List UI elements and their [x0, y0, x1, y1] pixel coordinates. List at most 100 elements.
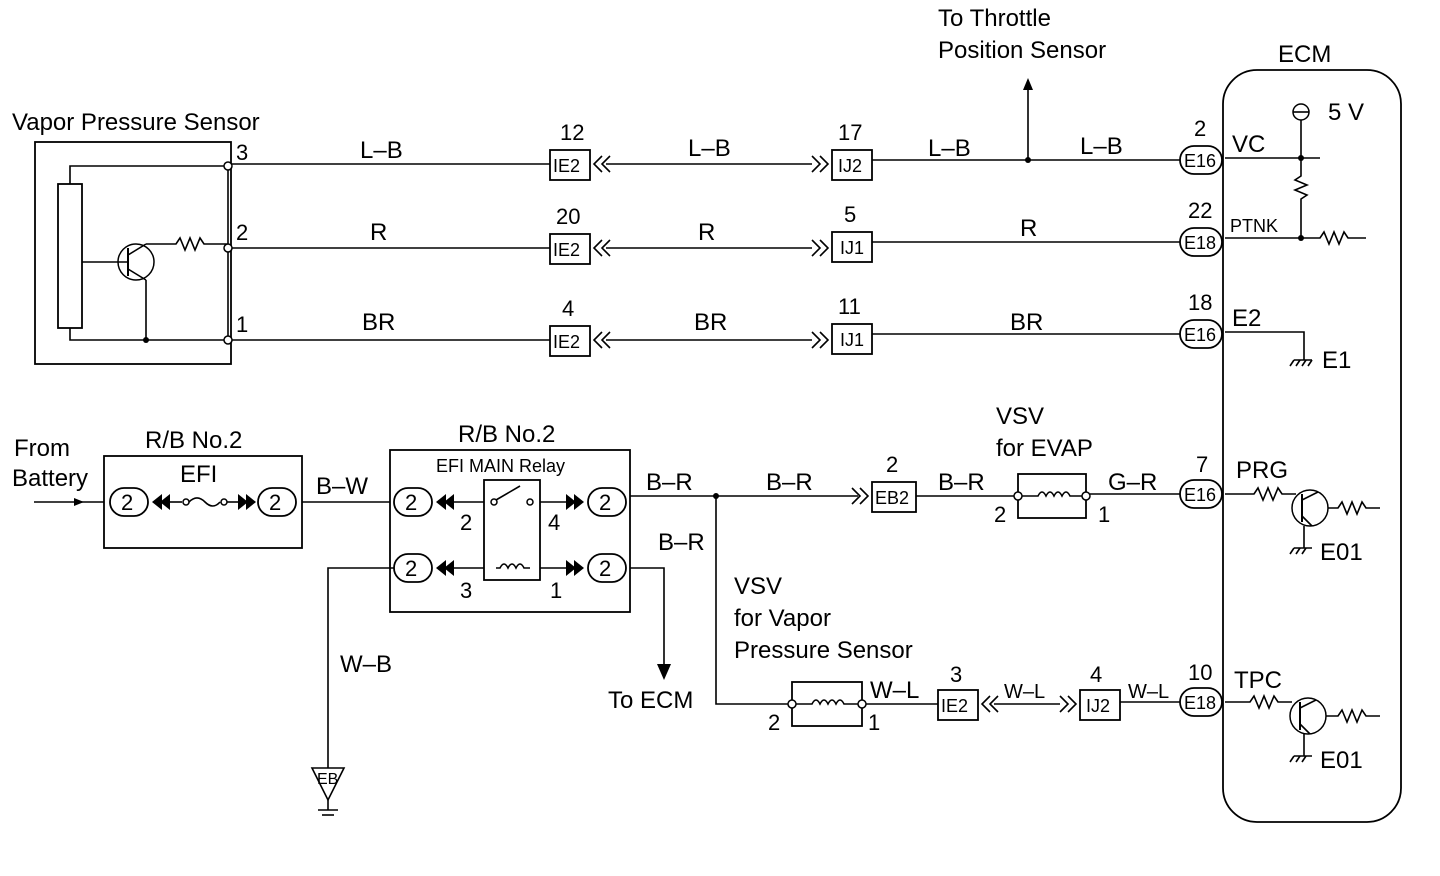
- vsv2-line2: for Vapor: [734, 605, 831, 632]
- battery-feed: From Battery: [12, 435, 110, 506]
- vps-pin-3: 3: [236, 140, 248, 165]
- eb2-label: EB2: [875, 488, 909, 508]
- row1-wire-1: L–B: [360, 137, 403, 164]
- rb2-pin-bl: 2: [405, 556, 417, 581]
- row2-conn2-num: 5: [844, 202, 856, 227]
- vsv-evap-pin-1: 1: [1098, 502, 1110, 527]
- rb2-num-4: 4: [548, 510, 560, 535]
- row1-wire-2: L–B: [688, 135, 731, 162]
- pullup-resistor-icon: [1292, 158, 1310, 238]
- sensor-transistor-icon: [82, 243, 155, 340]
- circuit-row-ptnk: R 20 IE2 R 5 IJ1 R 22 E18: [232, 198, 1223, 265]
- relay-block-2: R/B No.2 EFI MAIN Relay 2 2 2 4 2 3 2 1: [389, 421, 631, 613]
- evap-wire-br-4: B–R: [938, 469, 985, 496]
- vsv-evap-coil-icon: [1022, 491, 1082, 498]
- vps-pin-2: 2: [236, 220, 248, 245]
- row1-conn2-num: 17: [838, 120, 862, 145]
- vsv2-conn: E18: [1184, 693, 1216, 713]
- wire-wb-label: W–B: [340, 651, 392, 678]
- rb2-pin-tl: 2: [405, 490, 417, 515]
- row1-wire-3: L–B: [928, 135, 971, 162]
- row2-wire-1: R: [370, 219, 387, 246]
- vapor-pressure-sensor: Vapor Pressure Sensor 3 2 1: [12, 109, 260, 365]
- vsv-evap-line1: VSV: [996, 403, 1044, 430]
- relay-block-1: R/B No.2 EFI 2 2: [103, 427, 303, 549]
- circuit-row-e2: BR 4 IE2 BR 11 IJ1 BR 18 E16: [232, 290, 1223, 357]
- row3-conn1: IE2: [553, 332, 580, 352]
- vsv2-line3: Pressure Sensor: [734, 637, 913, 664]
- row1-wire-4: L–B: [1080, 133, 1123, 160]
- row2-conn3: E18: [1184, 233, 1216, 253]
- wire-bw-label: B–W: [316, 473, 368, 500]
- vsv-evap-pin-2: 2: [994, 502, 1006, 527]
- row1-conn2: IJ2: [838, 156, 862, 176]
- vsv2-ij2-num: 4: [1090, 662, 1102, 687]
- vsv2-wire-wl-2: W–L: [1004, 681, 1045, 703]
- vsv2-ie2: IE2: [941, 696, 968, 716]
- rb1-pin-right: 2: [269, 490, 281, 515]
- ecm-pin-ptnk: PTNK: [1230, 216, 1278, 236]
- arrow-right-icon: [74, 498, 84, 506]
- row2-conn2: IJ1: [840, 238, 864, 258]
- rb1-fuse-label: EFI: [180, 461, 217, 488]
- ecm-pin-e2: E2: [1232, 305, 1261, 332]
- evap-wire-br-2: B–R: [766, 469, 813, 496]
- ecm-pin-e01-b: E01: [1320, 747, 1363, 774]
- row1-conn1-num: 12: [560, 120, 584, 145]
- rb2-pin-br: 2: [599, 556, 611, 581]
- vsv2-pin-2: 2: [768, 710, 780, 735]
- row2-wire-2: R: [698, 219, 715, 246]
- row1-conn3: E16: [1184, 151, 1216, 171]
- evap-circuit: B–R B–R B–R 2 EB2 B–R VSV for EVAP 2 1 G…: [630, 403, 1223, 556]
- vps-title: Vapor Pressure Sensor: [12, 109, 260, 136]
- relay-coil-icon: [496, 563, 530, 570]
- row3-conn3-num: 18: [1188, 290, 1212, 315]
- vsv2-conn-num: 10: [1188, 660, 1212, 685]
- rb1-pin-left: 2: [121, 490, 133, 515]
- circuit-row-vc: L–B 12 IE2 L–B 17 IJ2 L–B L–B 2 E16: [232, 116, 1223, 181]
- vsv2-wire-wl-3: W–L: [1128, 681, 1169, 703]
- vsv2-pin-1: 1: [868, 710, 880, 735]
- row3-wire-2: BR: [694, 309, 727, 336]
- eb2-num: 2: [886, 452, 898, 477]
- row3-wire-3: BR: [1010, 309, 1043, 336]
- vps-pin-1: 1: [236, 312, 248, 337]
- row3-conn1-num: 4: [562, 296, 574, 321]
- row2-wire-3: R: [1020, 215, 1037, 242]
- row3-conn2-num: 11: [838, 294, 861, 319]
- vsv2-coil-icon: [796, 699, 858, 706]
- ground-eb-icon: EB: [310, 767, 346, 816]
- ptnk-resistor-icon: [1225, 229, 1366, 247]
- rb2-num-1: 1: [550, 578, 562, 603]
- evap-conn: E16: [1184, 485, 1216, 505]
- evap-wire-br-3: B–R: [658, 529, 705, 556]
- row1-conn1: IE2: [553, 156, 580, 176]
- vsv2-ie2-num: 3: [950, 662, 962, 687]
- transistor-tpc-icon: [1289, 697, 1327, 735]
- row2-conn1: IE2: [553, 240, 580, 260]
- ecm-pin-e1: E1: [1322, 347, 1351, 374]
- evap-conn-num: 7: [1196, 452, 1208, 477]
- ecm-block: ECM 5 V VC PTNK E2 E1 PRG: [1222, 41, 1402, 823]
- row3-wire-1: BR: [362, 309, 395, 336]
- row3-conn2: IJ1: [840, 330, 864, 350]
- to-ecm-label: To ECM: [608, 687, 693, 714]
- throttle-label-line1: To Throttle: [938, 5, 1051, 32]
- ecm-title: ECM: [1278, 41, 1331, 68]
- ground-icon: [1289, 359, 1313, 367]
- throttle-label-line2: Position Sensor: [938, 37, 1106, 64]
- row3-conn3: E16: [1184, 325, 1216, 345]
- vsv-vps-circuit: VSV for Vapor Pressure Sensor 2 1 W–L 3 …: [715, 496, 1223, 735]
- row2-conn1-num: 20: [556, 204, 580, 229]
- arrow-up-icon: [1023, 78, 1033, 90]
- rb2-num-3: 3: [460, 578, 472, 603]
- rb2-pin-tr: 2: [599, 490, 611, 515]
- ecm-pin-tpc: TPC: [1234, 667, 1282, 694]
- evap-wire-gr: G–R: [1108, 469, 1157, 496]
- vsv2-ij2: IJ2: [1086, 696, 1110, 716]
- ground-eb-label: EB: [317, 771, 338, 788]
- ecm-pin-e01-a: E01: [1320, 539, 1363, 566]
- rb2-num-2: 2: [460, 510, 472, 535]
- evap-wire-br-1: B–R: [646, 469, 693, 496]
- rb2-title: R/B No.2: [458, 421, 555, 448]
